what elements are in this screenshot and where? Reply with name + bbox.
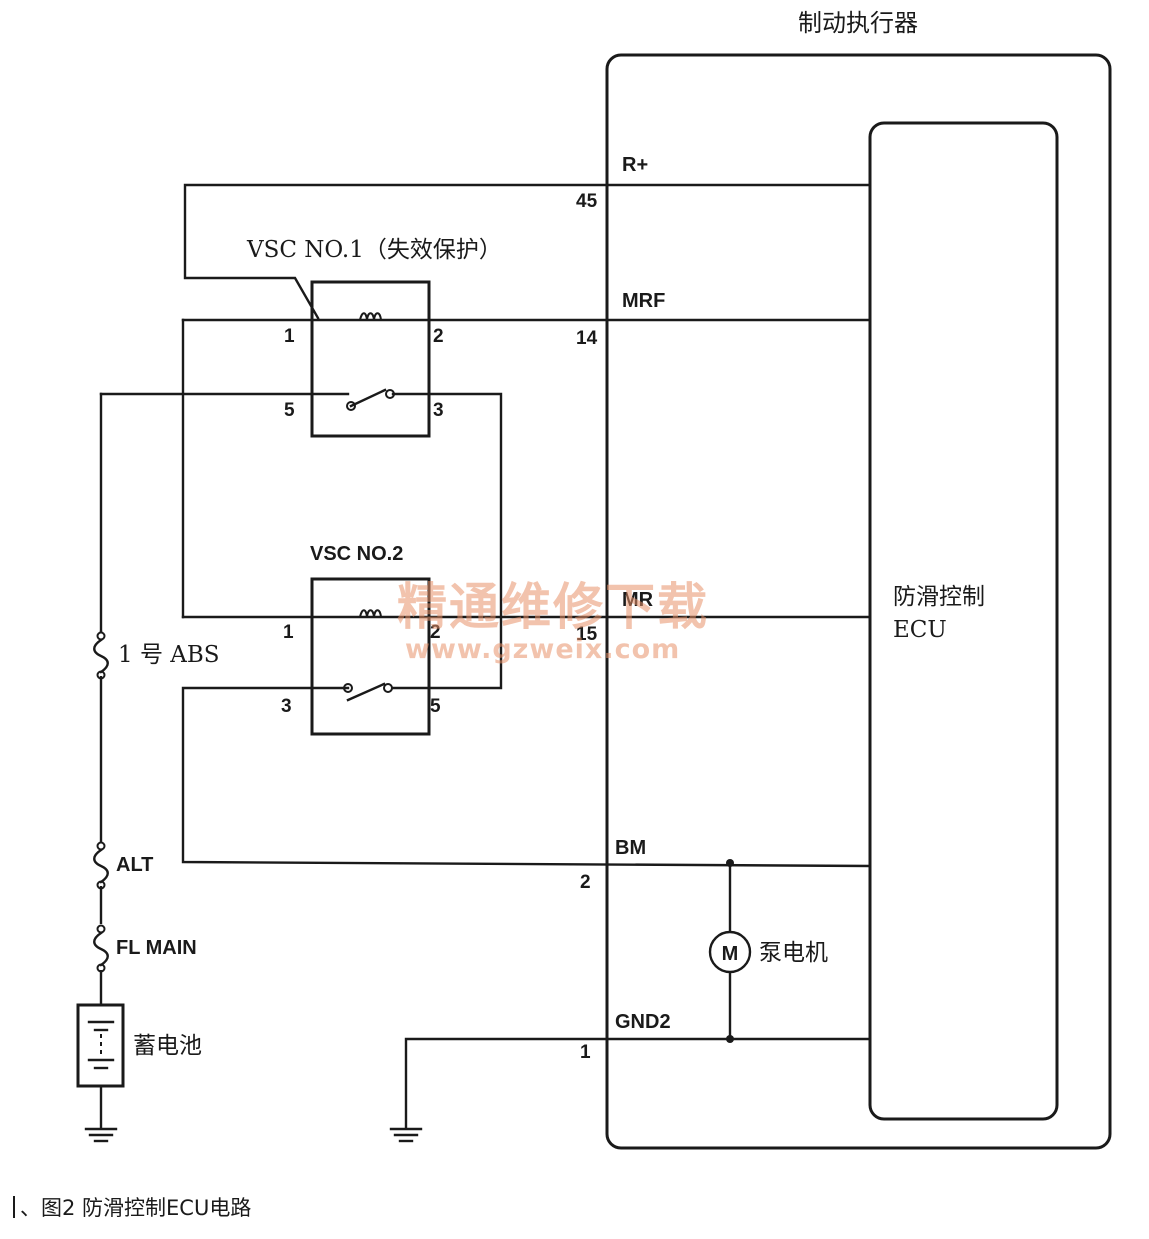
pin-45: 45: [576, 191, 598, 212]
relay2-contact-a: [343, 683, 353, 693]
signal-mr: MR: [622, 589, 654, 611]
signal-r-plus: R+: [622, 154, 648, 176]
relay1-pin2: 2: [433, 326, 444, 347]
pin-2: 2: [580, 872, 591, 893]
relay2-pin1: 1: [283, 622, 294, 643]
watermark-title: 精通维修下载: [397, 577, 709, 636]
signal-gnd2: GND2: [615, 1011, 671, 1033]
relay1-label: VSC NO.1（失效保护）: [246, 237, 502, 263]
wire-relay1-pin3: [391, 392, 503, 690]
junction-dot-bm: [726, 859, 734, 867]
pin-15: 15: [576, 624, 598, 645]
signal-mrf: MRF: [622, 290, 665, 312]
wire-r-plus: [183, 183, 872, 320]
battery-label: 蓄电池: [133, 1033, 202, 1059]
relay1-box: [310, 280, 431, 438]
relay2-label: VSC NO.2: [310, 543, 403, 565]
relay1-coil-icon: [359, 312, 382, 321]
battery-icon: [87, 1020, 115, 1070]
ground-icon: [389, 1127, 423, 1143]
motor-letter: M: [722, 943, 739, 965]
wire-relay2-pin3: [181, 686, 872, 868]
relay1-contact-b: [385, 389, 395, 399]
fuse-icon: [93, 631, 109, 680]
relay2-pin3: 3: [281, 696, 292, 717]
relay2-switch-blade: [346, 682, 386, 702]
signal-bm: BM: [615, 837, 646, 859]
ecu-label-line2: ECU: [893, 617, 947, 643]
ecu-box: [868, 121, 1059, 1121]
relay1-switch-blade: [349, 388, 387, 408]
wire-gnd2: [404, 1037, 872, 1130]
relay2-coil-icon: [359, 609, 382, 618]
fuse-icon: [93, 841, 109, 890]
relay2-pin2: 2: [430, 622, 441, 643]
fuse-label-alt: ALT: [116, 854, 153, 876]
relay2-box: [310, 577, 431, 736]
relay1-pin1: 1: [284, 326, 295, 347]
relay1-contact-a: [346, 401, 356, 411]
relay1-pin3: 3: [433, 400, 444, 421]
ecu-label-line1: 防滑控制: [893, 584, 985, 610]
fuse-label-fl-main: FL MAIN: [116, 937, 197, 959]
watermark-url: www.gzweix.com: [405, 634, 680, 665]
brake-actuator-box: [605, 53, 1112, 1150]
relay2-pin5: 5: [430, 696, 441, 717]
motor-label: 泵电机: [759, 940, 828, 966]
pump-motor-symbol: [708, 930, 752, 974]
figure-caption: 、图2 防滑控制ECU电路: [20, 1196, 251, 1220]
fuse-icon: [93, 924, 109, 973]
pin-14: 14: [576, 328, 598, 349]
junction-dot-gnd: [726, 1035, 734, 1043]
fuse-label-abs: 1 号 ABS: [118, 642, 220, 668]
actuator-title: 制动执行器: [798, 9, 918, 37]
pin-1: 1: [580, 1042, 591, 1063]
relay1-pin5: 5: [284, 400, 295, 421]
ground-icon: [84, 1127, 118, 1143]
relay2-contact-b: [383, 683, 393, 693]
